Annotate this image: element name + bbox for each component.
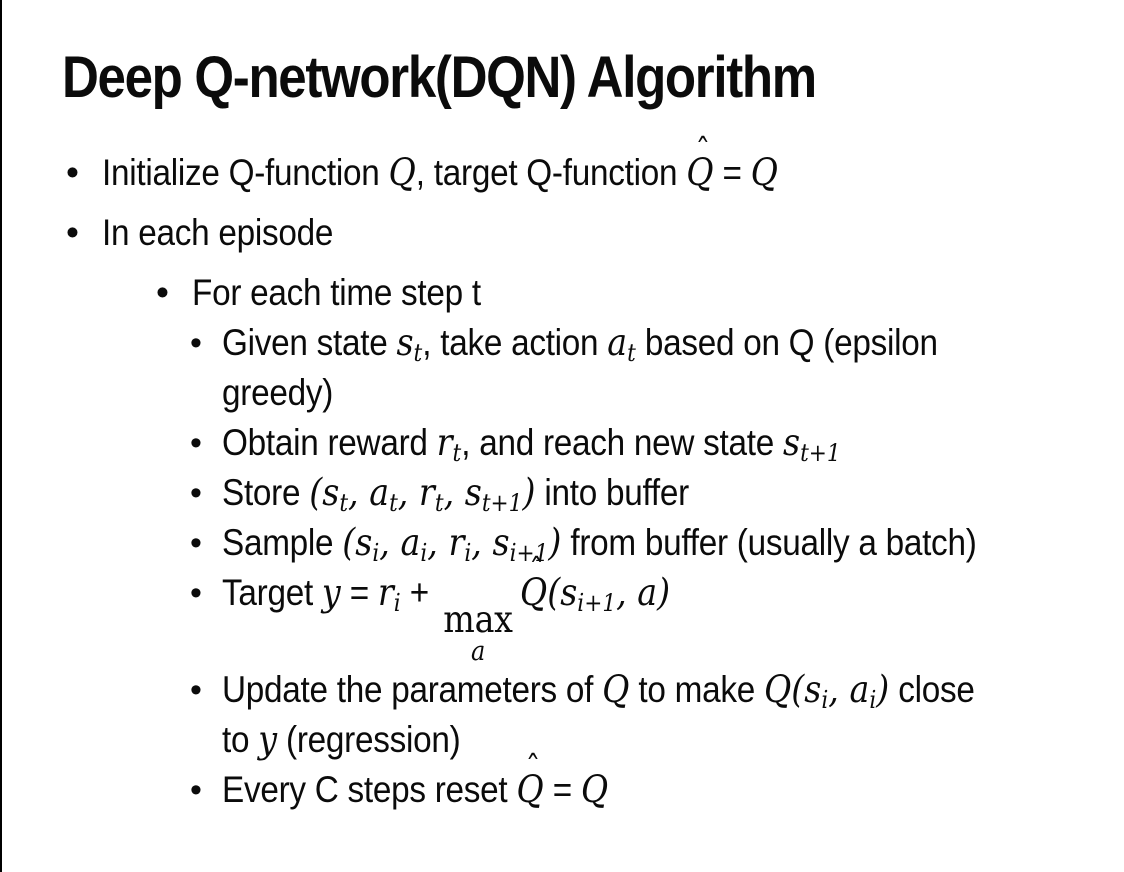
bullet-marker-icon: • — [66, 212, 79, 253]
bullet-item: • Sample (si, ai, ri, si+1) from buffer (… — [190, 518, 1124, 568]
bullet-text: Sample (si, ai, ri, si+1) from buffer (u… — [222, 521, 977, 567]
bullet-text: Obtain reward rt, and reach new state st… — [222, 421, 841, 467]
bullet-item: • Store (st, at, rt, st+1) into buffer — [190, 468, 1124, 518]
bullet-item: • Obtain reward rt, and reach new state s… — [190, 418, 1124, 468]
bullet-text: For each time step t — [192, 272, 481, 313]
bullet-text: Given state st, take action at based on … — [222, 321, 938, 413]
bullet-item: • Every C steps reset Q = Q — [190, 765, 1124, 815]
bullet-marker-icon: • — [190, 671, 202, 710]
bullet-item: • Initialize Q-function Q, target Q-funct… — [66, 148, 1124, 198]
bullet-marker-icon: • — [190, 574, 202, 612]
bullet-text: Every C steps reset Q = Q — [222, 765, 608, 815]
bullet-marker-icon: • — [190, 771, 202, 810]
bullet-marker-icon: • — [190, 524, 202, 562]
slide-title: Deep Q-network(DQN) Algorithm — [62, 45, 817, 110]
bullet-item: • Update the parameters of Q to make Q(si… — [190, 665, 1124, 765]
bullet-marker-icon: • — [66, 152, 79, 193]
bullet-marker-icon: • — [190, 474, 202, 512]
bullet-text: Initialize Q-function Q, target Q-functi… — [102, 148, 778, 198]
bullet-marker-icon: • — [156, 272, 169, 313]
bullet-item: • Given state st, take action at based on… — [190, 318, 1124, 418]
bullet-marker-icon: • — [190, 324, 202, 362]
bullet-marker-icon: • — [190, 424, 202, 462]
bullet-item: • In each episode — [66, 208, 1124, 258]
bullet-item: • For each time step t — [156, 268, 1124, 318]
bullet-list: • Initialize Q-function Q, target Q-funct… — [2, 148, 1124, 815]
bullet-text: Store (st, at, rt, st+1) into buffer — [222, 471, 689, 517]
bullet-text: Target y = ri + maxaQ(si+1, a) — [222, 568, 670, 665]
bullet-text: In each episode — [102, 212, 334, 253]
bullet-item: • Target y = ri + maxaQ(si+1, a) — [190, 568, 1124, 665]
bullet-text: Update the parameters of Q to make Q(si,… — [222, 668, 975, 762]
